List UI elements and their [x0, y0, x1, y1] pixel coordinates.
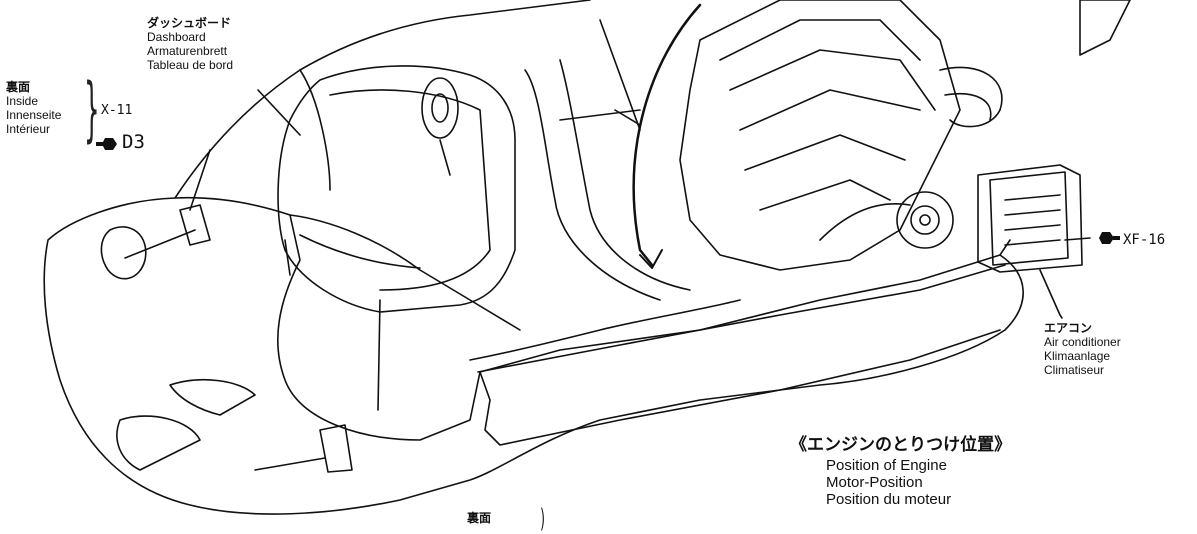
engine-position-title: 《エンジンのとりつけ位置》	[790, 435, 1012, 455]
inside-ref-code: X-11	[101, 103, 133, 118]
inside-label-de: Innenseite	[6, 108, 62, 122]
aircon-label-jp: エアコン	[1044, 321, 1093, 335]
screw-icon	[1099, 232, 1120, 244]
aircon-label-fr: Climatiseur	[1044, 363, 1105, 377]
placement-arrow	[632, 3, 702, 267]
dashboard-label-de: Armaturenbrett	[147, 44, 228, 58]
engine-position-de: Motor-Position	[826, 474, 923, 491]
engine-position-lines: Position of Engine Motor-Position Positi…	[826, 457, 951, 508]
aircon-label: エアコン Air conditioner Klimaanlage Climati…	[1044, 321, 1121, 377]
dashboard-label-fr: Tableau de bord	[147, 58, 234, 72]
engine-block	[679, 0, 961, 271]
body-upper-outline	[174, 0, 591, 199]
aircon-label-en: Air conditioner	[1044, 335, 1121, 349]
aircon-ref-code: XF-16	[1123, 232, 1166, 248]
inside-label-fr: Intérieur	[6, 122, 51, 136]
screw-d3-label: D3	[122, 131, 145, 153]
screw-icon	[96, 138, 117, 150]
aircon-label-de: Klimaanlage	[1044, 349, 1111, 363]
engine-position-en: Position of Engine	[826, 457, 947, 474]
inside-brace: }	[84, 68, 100, 150]
inside-label-jp: 裏面	[6, 80, 31, 94]
side-rail	[479, 329, 1001, 446]
center-tunnel	[524, 69, 661, 301]
engine-position-fr: Position du moteur	[826, 491, 952, 508]
inside-label-en: Inside	[6, 94, 39, 108]
bottom-inside-label-jp: 裏面	[467, 511, 492, 525]
dashboard-label: ダッシュボード Dashboard Armaturenbrett Tableau…	[147, 16, 233, 72]
inside-label: 裏面 Inside Innenseite Intérieur	[6, 80, 61, 136]
pin-lower	[319, 424, 353, 473]
bottom-brace: )	[540, 504, 546, 534]
dashboard-label-jp: ダッシュボード	[147, 16, 232, 30]
engine-pulley	[896, 191, 954, 249]
air-conditioner-unit	[977, 164, 1083, 273]
pin-upper	[179, 204, 211, 246]
dashboard-part	[277, 65, 516, 313]
dashboard-label-en: Dashboard	[147, 30, 206, 44]
bottom-inside-label: 裏面	[467, 511, 491, 525]
